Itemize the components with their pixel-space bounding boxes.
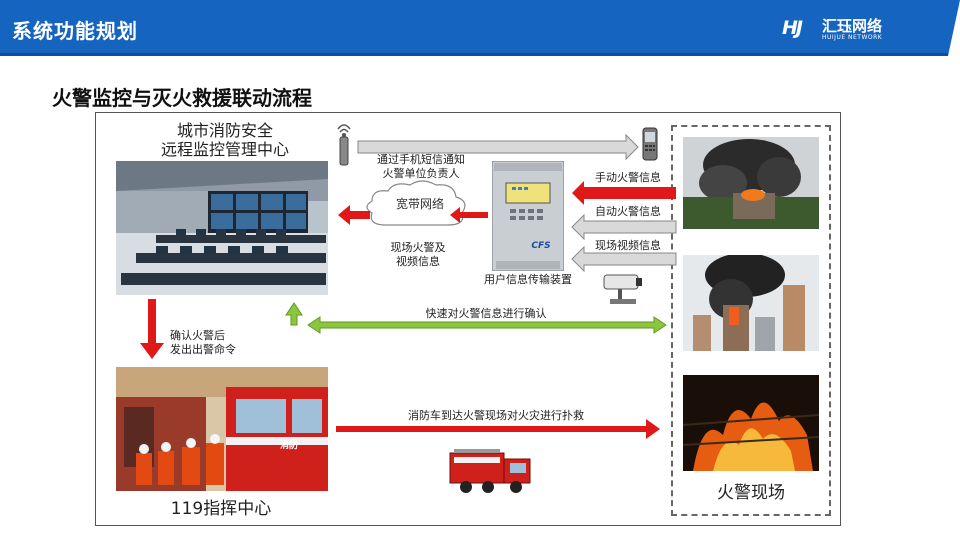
network-to-center-arrow [338,205,370,225]
mobile-phone-icon [642,127,658,161]
fire-photo-2 [683,255,819,351]
video-info-label: 现场视频信息 [595,239,661,252]
quick-confirm-label: 快速对火警信息进行确认 [425,307,547,320]
truck-door-text: 消防 [279,441,298,451]
sms-notice-line2: 火警单位负责人 [382,167,460,180]
header-background [0,0,960,56]
page-title: 系统功能规划 [12,19,138,43]
monitor-center-photo [116,161,328,295]
alarm-video-label: 现场火警及 视频信息 [378,241,458,269]
confirm-line2: 发出出警命令 [170,343,236,356]
confirm-dispatch-label: 确认火警后 发出出警命令 [170,329,250,357]
device-to-network-arrow [450,207,488,223]
header-bar: 系统功能规划 HJ 汇珏网络 HUIJUE NETWORK [0,0,960,56]
sms-notice-line1: 通过手机短信通知 [377,153,465,166]
truck-arrive-arrow [336,419,660,439]
manual-alarm-label: 手动火警信息 [595,171,661,184]
confirm-line1: 确认火警后 [170,329,225,342]
company-logo: HJ 汇珏网络 HUIJUE NETWORK [782,14,912,44]
monitor-center-label: 城市消防安全 远程监控管理中心 [140,121,310,159]
transmission-device [492,161,564,271]
broadband-label: 宽带网络 [396,197,445,211]
fire-photo-3 [683,375,819,471]
logo-chinese-name: 汇珏网络 [822,17,883,35]
video-info-arrow [571,245,677,273]
auto-alarm-arrow [571,213,677,241]
auto-alarm-label: 自动火警信息 [595,205,661,218]
fire-scene-group [671,125,831,516]
alarm-video-line1: 现场火警及 [390,241,446,254]
confirm-green-arrow [285,302,667,334]
antenna-icon [337,124,351,166]
fire-scene-label: 火警现场 [717,483,785,503]
device-brand: CFS [531,241,551,251]
manual-alarm-arrow [572,181,676,205]
dispatch-arrow [140,299,164,359]
fire-truck-icon [449,449,531,493]
flow-diagram: 城市消防安全 远程监控管理中心 [95,112,841,526]
command-center-label: 119指挥中心 [170,499,272,519]
broadband-cloud [366,180,466,226]
monitor-center-line1: 城市消防安全 [176,121,273,140]
logo-english-name: HUIJUE NETWORK [822,34,883,41]
alarm-video-line2: 视频信息 [396,255,440,268]
device-label: 用户信息传输装置 [484,273,572,286]
flow-arrows [140,133,677,439]
fire-photo-1 [683,137,819,229]
command-center-photo [116,367,328,491]
section-title: 火警监控与灭火救援联动流程 [52,86,312,110]
truck-arrive-label: 消防车到达火警现场对火灾进行扑救 [408,409,584,422]
cctv-camera-icon [603,274,642,304]
sms-arrow [357,133,639,161]
logo-mark: HJ [782,17,803,39]
monitor-center-line2: 远程监控管理中心 [160,140,289,159]
sms-notice-label: 通过手机短信通知 火警单位负责人 [366,153,476,181]
